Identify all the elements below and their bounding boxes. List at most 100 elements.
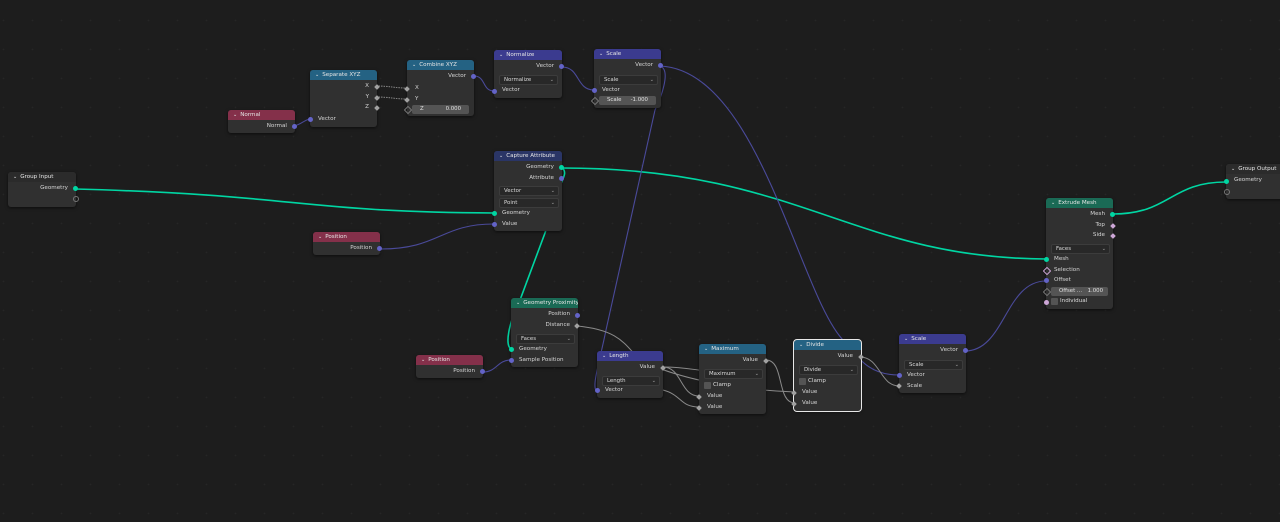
chevron-down-icon[interactable]: ⌄ [602, 353, 607, 359]
node-combine-xyz[interactable]: ⌄Combine XYZ Vector X Y Z 0.000 [403, 60, 476, 116]
node-length[interactable]: ⌄Length Value Length⌄ Vector [595, 351, 666, 398]
geometry-socket[interactable] [492, 211, 497, 216]
chevron-down-icon[interactable]: ⌄ [13, 174, 18, 180]
node-group-input[interactable]: ⌄Group Input Geometry [8, 172, 79, 207]
geometry-socket[interactable] [509, 347, 514, 352]
geometry-socket[interactable] [1224, 179, 1229, 184]
socket-label: Value [802, 400, 818, 406]
node-header[interactable]: ⌄Scale [899, 334, 966, 344]
chevron-down-icon[interactable]: ⌄ [233, 112, 238, 118]
vector-socket[interactable] [308, 117, 313, 122]
node-separate-xyz[interactable]: ⌄Separate XYZ X Y Z Vector [308, 70, 380, 127]
geometry-socket[interactable] [73, 186, 78, 191]
socket-label: Vector [940, 347, 958, 353]
chevron-down-icon[interactable]: ⌄ [1051, 200, 1056, 206]
vector-socket[interactable] [509, 358, 514, 363]
chevron-down-icon[interactable]: ⌄ [1231, 166, 1236, 172]
node-header[interactable]: ⌄Separate XYZ [310, 70, 377, 80]
node-header[interactable]: ⌄Geometry Proximity [511, 298, 578, 308]
node-scale-bottom[interactable]: ⌄Scale Vector Scale⌄ Vector Scale [896, 334, 968, 393]
clamp-checkbox[interactable] [704, 382, 711, 389]
operation-dropdown[interactable]: Length⌄ [602, 376, 660, 386]
node-normalize[interactable]: ⌄Normalize Vector Normalize⌄ Vector [492, 50, 564, 98]
chevron-down-icon[interactable]: ⌄ [799, 342, 804, 348]
operation-dropdown[interactable]: Scale⌄ [904, 360, 963, 370]
vector-socket[interactable] [480, 369, 485, 374]
vector-socket[interactable] [595, 388, 600, 393]
geometry-socket[interactable] [1044, 257, 1049, 262]
operation-dropdown[interactable]: Normalize⌄ [499, 75, 558, 85]
mode-dropdown[interactable]: Faces⌄ [1051, 244, 1110, 254]
node-maximum[interactable]: ⌄Maximum Value Maximum⌄ Clamp Value Valu… [696, 344, 769, 414]
node-geometry-proximity[interactable]: ⌄Geometry Proximity Position Distance Fa… [509, 298, 580, 367]
node-header[interactable]: ⌄Divide [794, 340, 861, 350]
vector-socket[interactable] [471, 74, 476, 79]
node-header[interactable]: ⌄Group Input [8, 172, 76, 182]
data-type-dropdown[interactable]: Vector⌄ [499, 186, 559, 196]
node-header[interactable]: ⌄Normalize [494, 50, 562, 60]
node-header[interactable]: ⌄Length [597, 351, 663, 361]
scale-value-field[interactable]: Scale -1.000 [599, 96, 656, 105]
vector-socket[interactable] [292, 124, 297, 129]
geometry-socket[interactable] [559, 165, 564, 170]
chevron-down-icon[interactable]: ⌄ [412, 62, 417, 68]
node-header[interactable]: ⌄Position [416, 355, 483, 365]
bool-socket[interactable] [1044, 300, 1049, 305]
chevron-down-icon[interactable]: ⌄ [516, 300, 521, 306]
node-header[interactable]: ⌄Capture Attribute [494, 151, 562, 161]
node-header[interactable]: ⌄Combine XYZ [407, 60, 474, 70]
vector-socket[interactable] [897, 373, 902, 378]
empty-socket[interactable] [1224, 189, 1230, 195]
node-scale-top[interactable]: ⌄Scale Vector Scale⌄ Vector Scale -1.000 [590, 49, 663, 108]
node-header[interactable]: ⌄Scale [594, 49, 661, 59]
operation-dropdown[interactable]: Scale⌄ [599, 75, 658, 85]
clamp-checkbox[interactable] [799, 378, 806, 385]
node-header[interactable]: ⌄Maximum [699, 344, 766, 354]
node-capture-attribute[interactable]: ⌄Capture Attribute Geometry Attribute Ve… [492, 151, 564, 231]
node-header[interactable]: ⌄Position [313, 232, 380, 242]
chevron-down-icon[interactable]: ⌄ [904, 336, 909, 342]
node-extrude-mesh[interactable]: ⌄Extrude Mesh Mesh Top Side Faces⌄ Mesh … [1042, 198, 1116, 309]
vector-socket[interactable] [575, 313, 580, 318]
vector-socket[interactable] [559, 176, 564, 181]
node-group-output[interactable]: ⌄Group Output Geometry [1224, 164, 1280, 199]
vector-socket[interactable] [492, 222, 497, 227]
chevron-down-icon[interactable]: ⌄ [599, 51, 604, 57]
vector-socket[interactable] [559, 64, 564, 69]
node-header[interactable]: ⌄Group Output [1226, 164, 1280, 174]
individual-checkbox[interactable] [1051, 298, 1058, 305]
vector-socket[interactable] [658, 63, 663, 68]
geometry-socket[interactable] [1110, 212, 1115, 217]
node-position[interactable]: ⌄Position Position [313, 232, 382, 255]
target-element-dropdown[interactable]: Faces⌄ [516, 334, 575, 344]
empty-socket[interactable] [73, 196, 79, 202]
vector-socket[interactable] [1044, 278, 1049, 283]
z-value-field[interactable]: Z 0.000 [412, 105, 469, 114]
node-header[interactable]: ⌄Extrude Mesh [1046, 198, 1113, 208]
chevron-down-icon[interactable]: ⌄ [318, 234, 323, 240]
socket-label: Selection [1054, 267, 1080, 273]
operation-dropdown[interactable]: Divide⌄ [799, 365, 858, 375]
chevron-down-icon[interactable]: ⌄ [499, 153, 504, 159]
chevron-down-icon: ⌄ [754, 371, 759, 377]
chevron-down-icon[interactable]: ⌄ [499, 52, 504, 58]
node-normal[interactable]: ⌄Normal Normal [228, 110, 297, 133]
chevron-down-icon[interactable]: ⌄ [315, 72, 320, 78]
vector-socket[interactable] [592, 88, 597, 93]
socket-label: Vector [448, 73, 466, 79]
socket-label: Vector [318, 116, 336, 122]
node-divide[interactable]: ⌄Divide Value Divide⌄ Clamp Value Value [791, 339, 864, 412]
vector-socket[interactable] [492, 89, 497, 94]
operation-dropdown[interactable]: Maximum⌄ [704, 369, 763, 379]
vector-socket[interactable] [377, 246, 382, 251]
chevron-down-icon[interactable]: ⌄ [421, 357, 426, 363]
offset-scale-field[interactable]: Offset ... 1.000 [1051, 287, 1108, 296]
node-header[interactable]: ⌄Normal [228, 110, 295, 120]
vector-socket[interactable] [963, 348, 968, 353]
socket-label: Value [802, 389, 818, 395]
socket-label: Position [453, 368, 475, 374]
node-position[interactable]: ⌄Position Position [416, 355, 485, 378]
chevron-down-icon[interactable]: ⌄ [704, 346, 709, 352]
domain-dropdown[interactable]: Point⌄ [499, 198, 559, 208]
socket-label: Mesh [1054, 256, 1069, 262]
